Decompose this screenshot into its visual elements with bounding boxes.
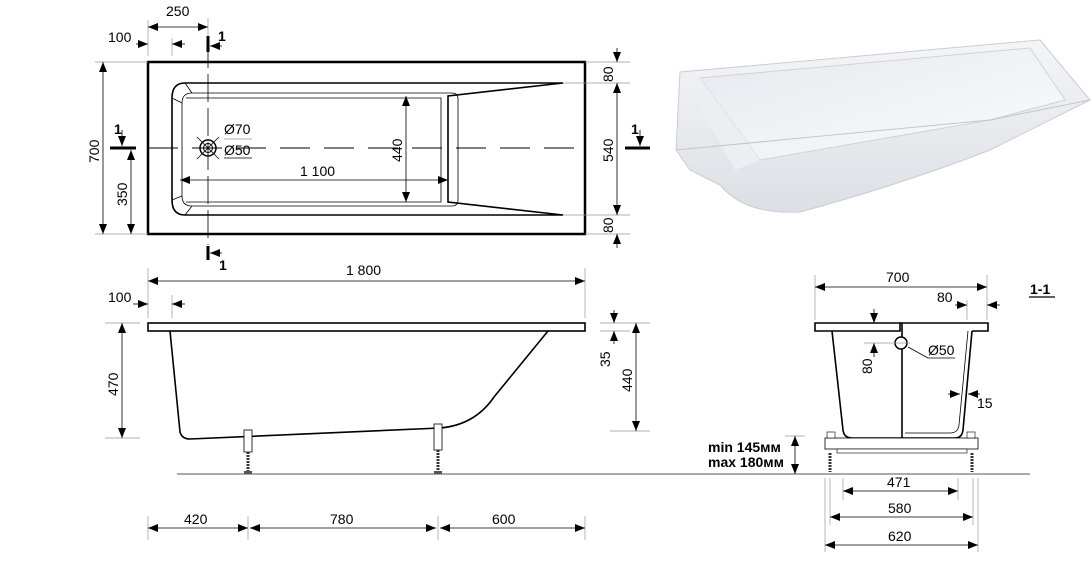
dim-100-plan: 100 [108, 29, 132, 45]
drain-icon [196, 136, 220, 160]
drain-inner-dia: Ø50 [224, 142, 251, 158]
dim-100-side: 100 [108, 289, 132, 305]
basin-inner-plan [181, 92, 459, 207]
dim-80-rim: 80 [937, 289, 953, 305]
dim-80-bottom: 80 [600, 217, 616, 233]
dim-1800: 1 800 [346, 262, 381, 278]
dim-35: 35 [597, 351, 613, 367]
dim-440-side: 440 [619, 368, 635, 392]
dim-700-plan: 700 [86, 139, 102, 163]
drain-outer-dia: Ø70 [224, 121, 251, 137]
dim-470: 470 [105, 372, 121, 396]
dim-700-section: 700 [886, 269, 910, 285]
leg-min-height: min 145мм [708, 439, 781, 455]
section-view: 1-1 700 80 80 Ø50 15 [814, 269, 1055, 552]
leg-icon [433, 423, 443, 474]
section-marker-bottom: 1 [206, 246, 227, 273]
basin-outer-plan [171, 82, 564, 216]
dim-780: 780 [330, 511, 354, 527]
section-marker-right: 1 [625, 121, 650, 150]
section-marker-left: 1 [110, 121, 136, 150]
rim-side [147, 322, 586, 332]
support-frame [824, 437, 979, 450]
side-view: 1 800 100 470 35 440 min 145мм max 180мм… [105, 262, 1030, 540]
dim-1100: 1 100 [300, 163, 335, 179]
svg-text:1: 1 [114, 121, 122, 137]
bathtub-photo [675, 39, 1091, 213]
leg-max-height: max 180мм [708, 454, 784, 470]
svg-text:1: 1 [219, 257, 227, 273]
dim-420: 420 [184, 511, 208, 527]
dim-580: 580 [888, 500, 912, 516]
dim-350: 350 [114, 182, 130, 206]
dim-250: 250 [166, 3, 190, 19]
svg-text:1: 1 [218, 28, 226, 44]
dim-620: 620 [888, 528, 912, 544]
dim-80-overflow: 80 [859, 358, 875, 374]
dim-80-top: 80 [600, 66, 616, 82]
dim-540: 540 [600, 138, 616, 162]
overflow-dia: Ø50 [928, 342, 955, 358]
body-side [169, 330, 549, 440]
dim-440-plan: 440 [389, 138, 405, 162]
svg-text:1: 1 [631, 121, 639, 137]
dim-600: 600 [492, 511, 516, 527]
leg-icon [243, 429, 253, 474]
dim-15: 15 [977, 395, 993, 411]
plan-view: Ø70 Ø50 250 100 1 1 1 1 [86, 3, 650, 273]
section-title: 1-1 [1030, 281, 1050, 297]
dim-471: 471 [887, 474, 911, 490]
section-marker-top: 1 [206, 28, 226, 52]
